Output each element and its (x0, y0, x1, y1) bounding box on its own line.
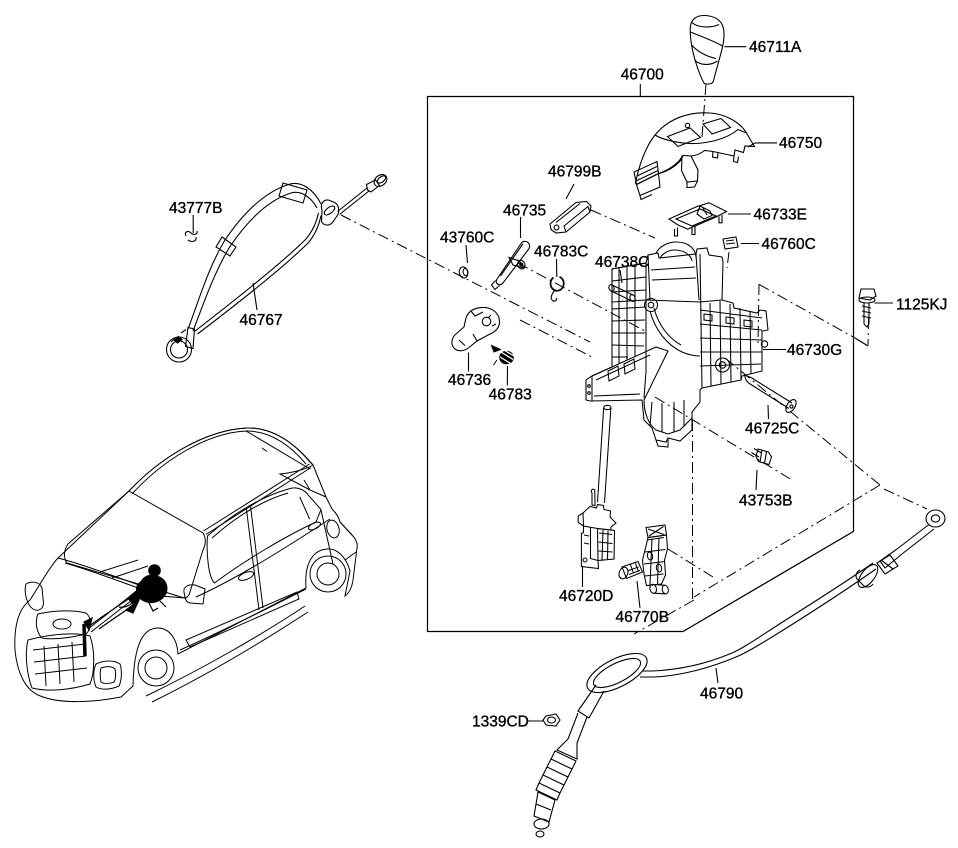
svg-text:46750: 46750 (779, 135, 822, 152)
svg-text:43760C: 43760C (440, 230, 494, 247)
svg-text:46767: 46767 (240, 312, 283, 329)
svg-text:46720D: 46720D (559, 588, 613, 605)
svg-text:46725C: 46725C (745, 421, 799, 438)
svg-text:46783C: 46783C (534, 244, 588, 261)
svg-text:46790: 46790 (700, 685, 743, 702)
svg-text:43777B: 43777B (169, 200, 222, 217)
svg-text:1339CD: 1339CD (472, 714, 529, 731)
svg-text:46799B: 46799B (548, 164, 601, 181)
svg-text:46735: 46735 (503, 203, 546, 220)
svg-text:46700: 46700 (621, 67, 664, 84)
svg-text:46733E: 46733E (754, 207, 807, 224)
svg-text:46711A: 46711A (749, 39, 802, 56)
svg-text:46783: 46783 (489, 386, 532, 403)
svg-text:46736: 46736 (448, 372, 491, 389)
svg-text:43753B: 43753B (739, 493, 792, 510)
svg-text:46760C: 46760C (762, 236, 816, 253)
svg-text:46738C: 46738C (595, 254, 649, 271)
svg-text:1125KJ: 1125KJ (896, 297, 947, 314)
svg-text:46770B: 46770B (616, 609, 669, 626)
svg-text:46730G: 46730G (787, 342, 842, 359)
